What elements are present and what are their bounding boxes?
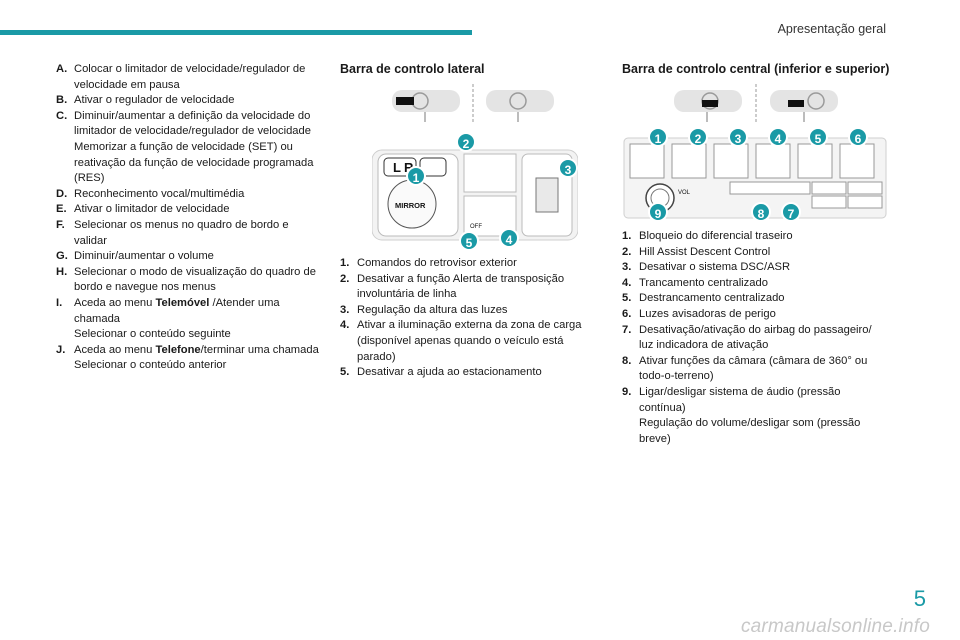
central-title: Barra de controlo central (inferior e su… [622, 62, 890, 76]
lateral-control-panel: L R MIRROR OFF [372, 149, 578, 241]
list-item: H.Selecionar o modo de visualização do q… [56, 265, 316, 294]
callout-badge: 5 [808, 127, 828, 147]
callout-badge: 3 [558, 158, 578, 178]
callout-badge: 9 [648, 202, 668, 222]
callout-badge: 3 [728, 127, 748, 147]
callout-badge: 8 [751, 202, 771, 222]
list-item: 5.Destrancamento centralizado [622, 292, 785, 305]
list-item: 1.Comandos do retrovisor exterior [340, 257, 517, 269]
list-item: A.Colocar o limitador de velocidade/regu… [56, 63, 306, 91]
mirror-label: MIRROR [395, 201, 426, 210]
header-title: Apresentação geral [777, 22, 886, 36]
central-section: Barra de controlo central (inferior e su… [622, 62, 892, 86]
watermark: carmanualsonline.info [740, 616, 930, 637]
list-item: G.Diminuir/aumentar o volume [56, 250, 214, 263]
list-item: 3.Regulação da altura das luzes [340, 303, 508, 316]
central-steering-diagram [674, 84, 838, 124]
header-accent-bar [0, 30, 472, 35]
lateral-section: Barra de controlo lateral [340, 62, 600, 86]
callout-badge: 2 [456, 132, 476, 152]
lateral-title: Barra de controlo lateral [340, 62, 485, 76]
lateral-steering-diagram [392, 84, 554, 124]
list-item: J.Aceda ao menu Telefone/terminar uma ch… [56, 343, 319, 372]
list-item: 2.Desativar a função Alerta de transposi… [340, 272, 565, 301]
callout-badge: 6 [848, 127, 868, 147]
park-off-label: OFF [470, 224, 482, 230]
central-items-list: 1.Bloqueio do diferencial traseiro 2.Hil… [622, 229, 884, 447]
page-number: 5 [913, 586, 926, 611]
callout-badge: 1 [648, 127, 668, 147]
mirror-left-label: L [393, 160, 401, 175]
list-item: 3.Desativar o sistema DSC/ASR [622, 261, 791, 274]
callout-badge: 1 [406, 166, 426, 186]
list-item: F.Selecionar os menus no quadro de bordo… [56, 218, 289, 247]
list-item: 4.Trancamento centralizado [622, 276, 768, 289]
steering-controls-list: A.Colocar o limitador de velocidade/regu… [56, 62, 324, 374]
list-item: 5.Desativar a ajuda ao estacionamento [340, 366, 542, 379]
list-item: E.Ativar o limitador de velocidade [56, 203, 230, 216]
lateral-items-list: 1.Comandos do retrovisor exterior 2.Desa… [340, 256, 592, 381]
callout-badge: 2 [688, 127, 708, 147]
list-item: B.Ativar o regulador de velocidade [56, 94, 235, 107]
callout-badge: 4 [499, 228, 519, 248]
list-item: 4.Ativar a iluminação externa da zona de… [340, 319, 582, 363]
list-item: 8.Ativar funções da câmara (câmara de 36… [622, 354, 868, 383]
callout-badge: 5 [459, 231, 479, 251]
list-item: 1.Bloqueio do diferencial traseiro [622, 230, 793, 242]
list-item: D.Reconhecimento vocal/multimédia [56, 187, 245, 200]
list-item: C.Diminuir/aumentar a definição da veloc… [56, 109, 314, 185]
list-item: 7.Desativação/ativação do airbag do pass… [622, 323, 872, 352]
callout-badge: 4 [768, 127, 788, 147]
list-item: I.Aceda ao menu Telemóvel /Atender uma c… [56, 296, 280, 341]
volume-label: VOL [678, 190, 691, 196]
list-item: 2.Hill Assist Descent Control [622, 245, 771, 258]
list-item: 9.Ligar/desligar sistema de áudio (press… [622, 385, 861, 445]
list-item: 6.Luzes avisadoras de perigo [622, 307, 776, 320]
callout-badge: 7 [781, 202, 801, 222]
